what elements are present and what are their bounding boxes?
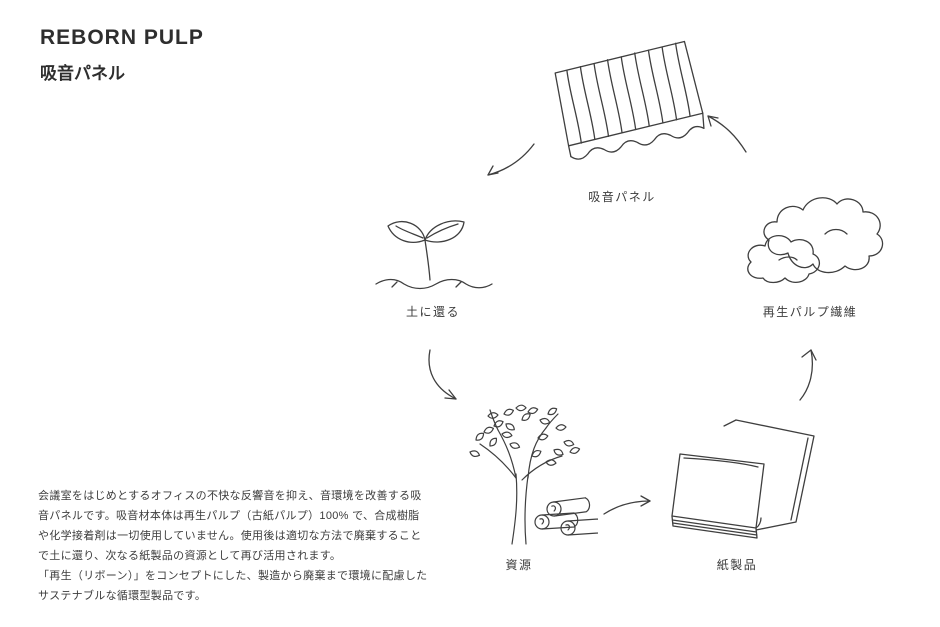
description-line: や化学接着剤は一切使用していません。使用後は適切な方法で廃棄すること xyxy=(38,530,422,542)
arrow-panel-to-soil-icon xyxy=(480,138,538,186)
arrow-resource-to-paper-icon xyxy=(598,490,658,520)
paper-products-illustration xyxy=(658,410,830,550)
product-title-en: REBORN PULP xyxy=(40,26,204,49)
arrow-fiber-to-panel-icon xyxy=(700,106,752,158)
description-line: 「再生（リボーン）」をコンセプトにした、製造から廃棄まで環境に配慮した xyxy=(38,570,428,582)
label-fiber: 再生パルプ繊維 xyxy=(762,305,858,319)
arrow-paper-to-fiber-icon xyxy=(788,342,830,406)
paper-logs xyxy=(534,497,598,536)
description-line: サステナブルな循環型製品です。 xyxy=(38,590,207,602)
sprout-illustration xyxy=(366,200,501,300)
description-line: 会議室をはじめとするオフィスの不快な反響音を抑え、音環境を改善する吸 xyxy=(38,490,422,502)
tree-leaves xyxy=(469,404,581,466)
title-block: REBORN PULP 吸音パネル xyxy=(40,26,204,84)
description-line: 音パネルです。吸音材本体は再生パルプ（古紙パルプ）100% で、合成樹脂 xyxy=(38,510,420,522)
label-soil: 土に還る xyxy=(405,305,461,319)
product-title-ja: 吸音パネル xyxy=(40,64,125,83)
description-line: で土に還り、次なる紙製品の資源として再び活用されます。 xyxy=(38,550,342,562)
product-description: 会議室をはじめとするオフィスの不快な反響音を抑え、音環境を改善する吸 音パネルで… xyxy=(38,486,428,606)
sound-panel-illustration xyxy=(538,26,723,191)
label-panel: 吸音パネル xyxy=(588,190,656,204)
pulp-fiber-illustration xyxy=(733,178,891,298)
label-resource: 資源 xyxy=(505,558,533,572)
resource-tree-illustration xyxy=(446,386,598,554)
label-paper: 紙製品 xyxy=(716,558,758,572)
arrow-soil-to-resource-icon xyxy=(420,344,472,406)
